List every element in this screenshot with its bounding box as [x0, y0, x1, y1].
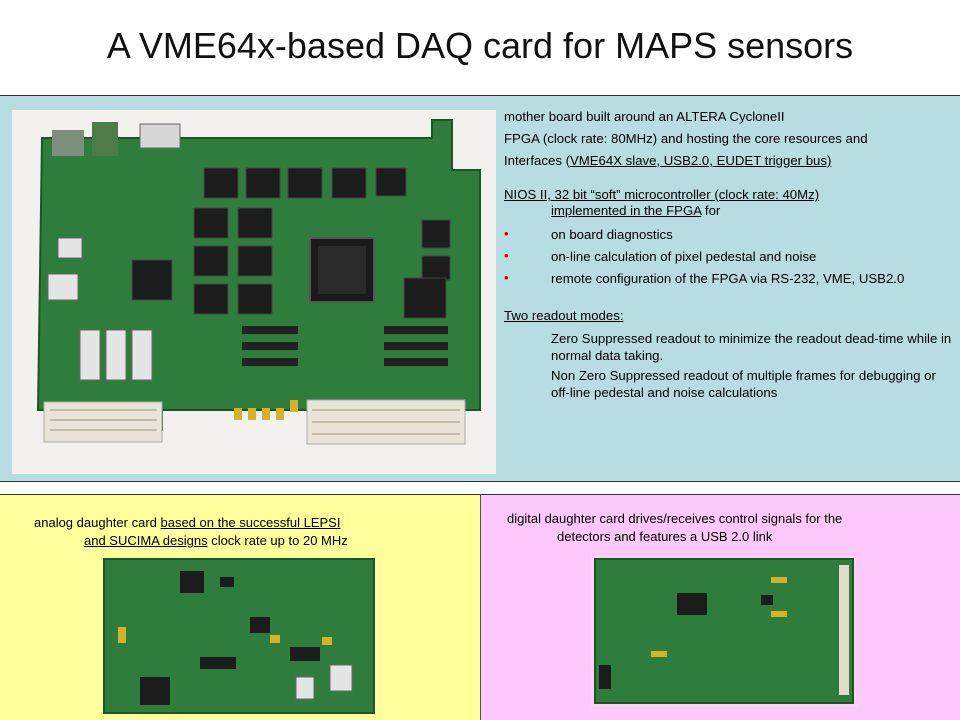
- readout-mode-item: Zero Suppressed readout to minimize the …: [551, 331, 952, 363]
- mother-board-pcb-illustration: [12, 110, 496, 474]
- digital-card-photo: [591, 555, 859, 707]
- analog-post: clock rate up to 20 MHz: [207, 533, 348, 548]
- bullet-item: • on board diagnostics: [504, 223, 952, 245]
- nios-line-2: implemented in the FPGA for: [551, 202, 952, 219]
- slide-title: A VME64x-based DAQ card for MAPS sensors: [106, 25, 854, 66]
- nios-for: for: [701, 203, 721, 218]
- interfaces-prefix: Interfaces (: [504, 153, 570, 168]
- analog-link-2: and SUCIMA designs: [84, 533, 208, 548]
- digital-daughter-panel: digital daughter card drives/receives co…: [481, 494, 960, 720]
- bullet-text: on board diagnostics: [551, 227, 673, 242]
- mother-line-1: mother board built around an ALTERA Cycl…: [504, 109, 785, 124]
- analog-pre: analog daughter card: [34, 515, 161, 530]
- nios-fpga-link: implemented in the FPGA: [551, 203, 702, 218]
- readout-mode-item: Non Zero Suppressed readout of multiple …: [551, 368, 936, 400]
- mother-line-3: Interfaces (VME64X slave, USB2.0, EUDET …: [504, 150, 952, 172]
- bullet-glyph: •: [504, 270, 509, 285]
- readout-heading: Two readout modes:: [504, 308, 624, 323]
- mother-board-photo: [12, 110, 496, 474]
- bullet-glyph: •: [504, 248, 509, 263]
- bullet-glyph: •: [504, 226, 509, 241]
- bullet-item: • on-line calculation of pixel pedestal …: [504, 245, 952, 267]
- bullet-item: • remote configuration of the FPGA via R…: [504, 267, 952, 289]
- bullet-text: on-line calculation of pixel pedestal an…: [551, 249, 817, 264]
- analog-link-1: based on the successful LEPSI: [160, 515, 341, 530]
- analog-card-photo: [100, 557, 378, 715]
- interfaces-list: VME64X slave, USB2.0, EUDET trigger bus): [569, 153, 832, 168]
- digital-line-1: digital daughter card drives/receives co…: [507, 511, 843, 526]
- mother-line-2: FPGA (clock rate: 80MHz) and hosting the…: [504, 131, 868, 146]
- digital-line-2: detectors and features a USB 2.0 link: [557, 529, 773, 544]
- mother-board-panel: mother board built around an ALTERA Cycl…: [0, 95, 960, 482]
- nios-line-1: NIOS II, 32 bit “soft” microcontroller (…: [504, 187, 820, 202]
- analog-pcb-illustration: [103, 558, 375, 714]
- analog-daughter-panel: analog daughter card based on the succes…: [0, 494, 481, 720]
- bullet-text: remote configuration of the FPGA via RS-…: [551, 271, 905, 286]
- analog-caption: analog daughter card based on the succes…: [34, 514, 454, 550]
- mother-board-description: mother board built around an ALTERA Cycl…: [504, 106, 952, 401]
- digital-caption: digital daughter card drives/receives co…: [507, 510, 947, 546]
- digital-pcb-illustration: [594, 558, 854, 704]
